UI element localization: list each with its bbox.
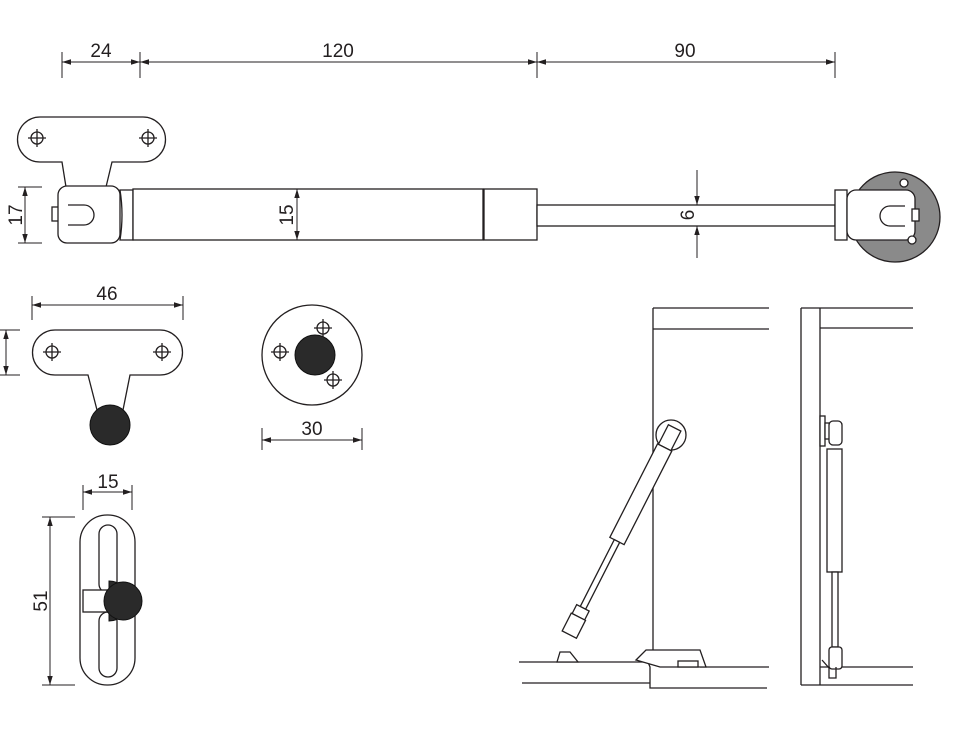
slot-plate-detail: 15 51 xyxy=(31,472,143,686)
dim-15-slot: 15 xyxy=(97,472,118,493)
dim-15-body: 15 xyxy=(277,204,298,225)
cylinder-body xyxy=(132,188,484,241)
right-clevis xyxy=(846,189,916,241)
bracket-detail: 46 xyxy=(0,284,184,446)
seal-end xyxy=(483,188,538,241)
round-plate-detail: 30 xyxy=(261,304,363,450)
ball-stud xyxy=(103,581,143,621)
ball-stud xyxy=(89,404,131,446)
dim-30: 30 xyxy=(301,419,322,440)
top-dimension-chain: 24 120 90 xyxy=(61,41,836,78)
installation-closed-view xyxy=(800,307,913,686)
dim-17: 17 xyxy=(6,204,27,225)
dim-90: 90 xyxy=(674,41,695,62)
mounting-bracket xyxy=(16,116,167,188)
left-clevis xyxy=(57,185,121,244)
dim-46: 46 xyxy=(96,284,117,305)
dim-120: 120 xyxy=(322,41,354,62)
collar xyxy=(119,189,134,241)
installation-open-view xyxy=(519,307,769,689)
ball-stud xyxy=(294,334,336,376)
dim-24: 24 xyxy=(90,41,112,62)
dim-51: 51 xyxy=(31,590,52,611)
dim-6: 6 xyxy=(678,210,699,221)
gas-strut-side-view: 17 15 6 xyxy=(6,116,941,263)
